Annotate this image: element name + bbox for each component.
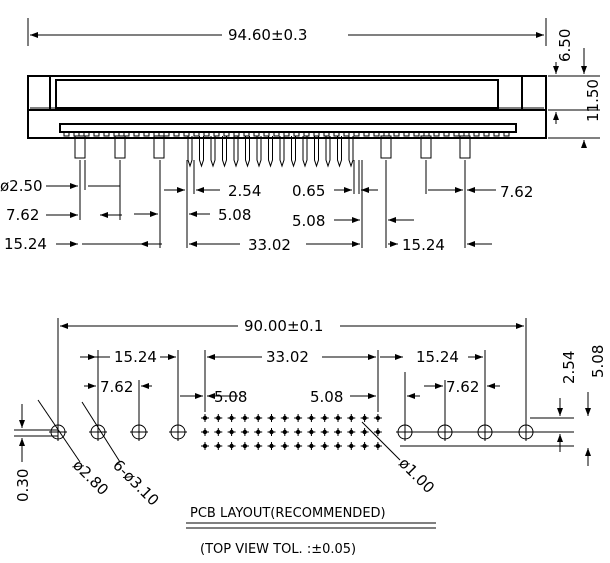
flange-stub (243, 131, 250, 137)
signal-pin (199, 136, 204, 168)
mounting-holes (49, 423, 535, 441)
signal-pin (256, 136, 262, 168)
pcb-layout: 90.00±0.1 15.24 33.02 15.24 7.62 5.08 5.… (14, 317, 607, 557)
pitch-7-62-left-label: 7.62 (6, 206, 39, 224)
flange-stub (203, 131, 210, 137)
flange-stub (443, 131, 450, 137)
flange-stub (403, 131, 410, 137)
flange-stub (273, 131, 280, 137)
pitch-7-62-right-label: 7.62 (500, 183, 533, 201)
signal-pin (233, 136, 239, 168)
pcb-layout-subtitle: (TOP VIEW TOL. :±0.05) (200, 542, 356, 557)
flange-stub (423, 131, 430, 137)
pcb-pitch-7-62-right-label: 7.62 (446, 378, 479, 396)
signal-hole-grid (201, 414, 382, 450)
pitch-2-54-label: 2.54 (228, 182, 261, 200)
signal-pin (314, 136, 319, 168)
flange-stub (463, 131, 470, 137)
flange-stub (113, 131, 120, 137)
signal-pin (210, 136, 216, 168)
pitch-5-08-right-label: 5.08 (292, 212, 325, 230)
signal-pin (337, 136, 342, 168)
signal-pin (222, 136, 227, 168)
pcb-offset-0-30-label: 0.30 (14, 469, 32, 502)
flange-stub (103, 131, 110, 137)
flange-stub (63, 131, 70, 137)
flange-stub (153, 131, 160, 137)
flange-stub (293, 131, 300, 137)
flange-stub (133, 131, 140, 137)
flange-stub (393, 131, 400, 137)
flange-stub (173, 131, 180, 137)
flange-stub (93, 131, 100, 137)
outer-pins-left (74, 135, 165, 159)
pcb-pitch-5-08-vertical-label: 5.08 (589, 345, 607, 378)
pcb-pitch-5-08-left-label: 5.08 (214, 388, 247, 406)
pcb-hole-6-3-10-label: 6-ø3.10 (109, 456, 162, 509)
flange-stubs (63, 131, 510, 137)
pitch-15-24-right-label: 15.24 (402, 236, 445, 254)
pcb-hole-2-80-label: ø2.80 (69, 456, 112, 499)
signal-pin (279, 136, 285, 168)
flange-stub (233, 131, 240, 137)
flange-stub (163, 131, 170, 137)
signal-pins (187, 136, 354, 168)
flange-stub (263, 131, 270, 137)
flange-stub (493, 131, 500, 137)
flange-stub (333, 131, 340, 137)
pcb-pitch-2-54-label: 2.54 (560, 351, 578, 384)
signal-pin (187, 136, 193, 168)
pcb-overall-length-label: 90.00±0.1 (244, 317, 323, 335)
pcb-pitch-15-24-left-label: 15.24 (114, 348, 157, 366)
flange-stub (433, 131, 440, 137)
flange-stub (363, 131, 370, 137)
side-view: 94.60±0.3 6.50 11.50 (0, 18, 602, 254)
pcb-layout-title: PCB LAYOUT(RECOMMENDED) (190, 506, 386, 521)
signal-pin (245, 136, 250, 168)
flange-stub (253, 131, 260, 137)
flange-stub (473, 131, 480, 137)
flange-stub (213, 131, 220, 137)
pitch-5-08-left-label: 5.08 (218, 206, 251, 224)
signal-pin (291, 136, 296, 168)
height-lower-label: 11.50 (584, 79, 602, 122)
signal-pin (302, 136, 308, 168)
flange-stub (373, 131, 380, 137)
pcb-pitch-7-62-left-label: 7.62 (100, 378, 133, 396)
pcb-pitch-5-08-right-label: 5.08 (310, 388, 343, 406)
signal-pin (348, 136, 354, 168)
flange-stub (353, 131, 360, 137)
signal-pin (325, 136, 331, 168)
pcb-hole-1-00-label: ø1.00 (395, 454, 438, 497)
flange-stub (183, 131, 190, 137)
outer-pins-right (380, 135, 471, 159)
flange-stub (143, 131, 150, 137)
flange-stub (323, 131, 330, 137)
flange-stub (483, 131, 490, 137)
flange-stub (413, 131, 420, 137)
flange-stub (343, 131, 350, 137)
pitch-15-24-left-label: 15.24 (4, 235, 47, 253)
pin-0-65-label: 0.65 (292, 182, 325, 200)
flange-stub (83, 131, 90, 137)
signal-pin (268, 136, 273, 168)
flange-stub (383, 131, 390, 137)
flange-stub (123, 131, 130, 137)
height-upper-label: 6.50 (556, 29, 574, 62)
flange-stub (223, 131, 230, 137)
flange-stub (73, 131, 80, 137)
flange-stub (313, 131, 320, 137)
flange-stub (453, 131, 460, 137)
span-33-02-label: 33.02 (248, 236, 291, 254)
pcb-span-33-02-label: 33.02 (266, 348, 309, 366)
flange-stub (303, 131, 310, 137)
pcb-pitch-15-24-right-label: 15.24 (416, 348, 459, 366)
flange-stub (503, 131, 510, 137)
top-overall-length-label: 94.60±0.3 (228, 26, 307, 44)
flange-stub (283, 131, 290, 137)
pin-diameter-label: ø2.50 (0, 177, 43, 195)
flange-stub (193, 131, 200, 137)
